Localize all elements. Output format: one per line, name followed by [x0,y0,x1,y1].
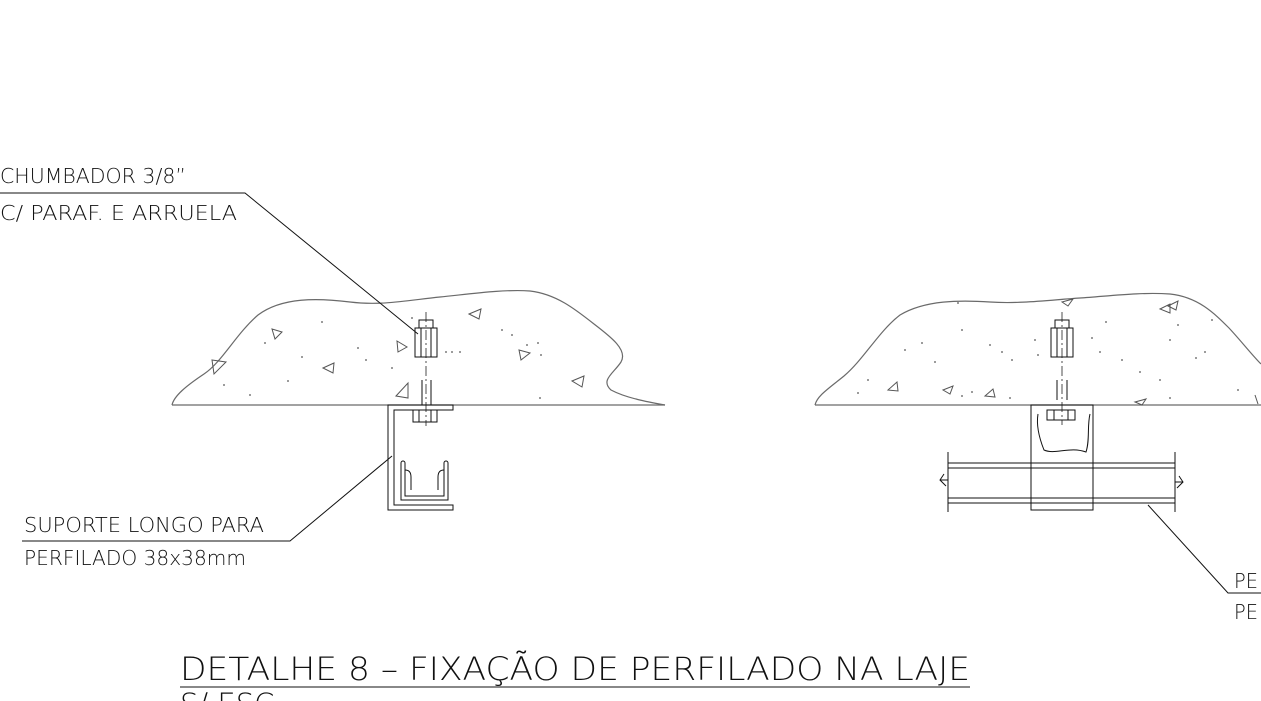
right-anchor-bolt [1050,312,1074,425]
right-channel-profile-side-view [939,452,1184,512]
right-detail: PE PE [814,292,1261,624]
left-anchor-bolt [412,312,438,426]
left-long-support-bracket [387,404,454,511]
left-channel-profile-section [400,460,449,501]
channel-leader-line [1147,504,1261,594]
detail-title: DETALHE 8 – FIXAÇÃO DE PERFILADO NA LAJE [180,650,970,688]
left-concrete-slab [171,289,666,406]
anchor-label-line2: C/ PARAF. E ARRUELA [0,201,237,225]
scale-note: S/ ESC [180,690,300,701]
anchor-leader-line [0,192,419,335]
left-detail: CHUMBADOR 3/8” C/ PARAF. E ARRUELA SUPOR… [0,164,666,570]
detail-title-block: DETALHE 8 – FIXAÇÃO DE PERFILADO NA LAJE [180,650,970,688]
right-concrete-slab [814,292,1261,406]
right-support-bracket [1030,404,1094,511]
right-label-line2: PE [1234,600,1258,624]
right-label-line1: PE [1234,569,1258,593]
anchor-label-line1: CHUMBADOR 3/8” [0,164,186,188]
support-label-line1: SUPORTE LONGO PARA [24,513,264,537]
support-label-line2: PERFILADO 38x38mm [24,546,246,570]
support-leader-line [22,455,393,542]
